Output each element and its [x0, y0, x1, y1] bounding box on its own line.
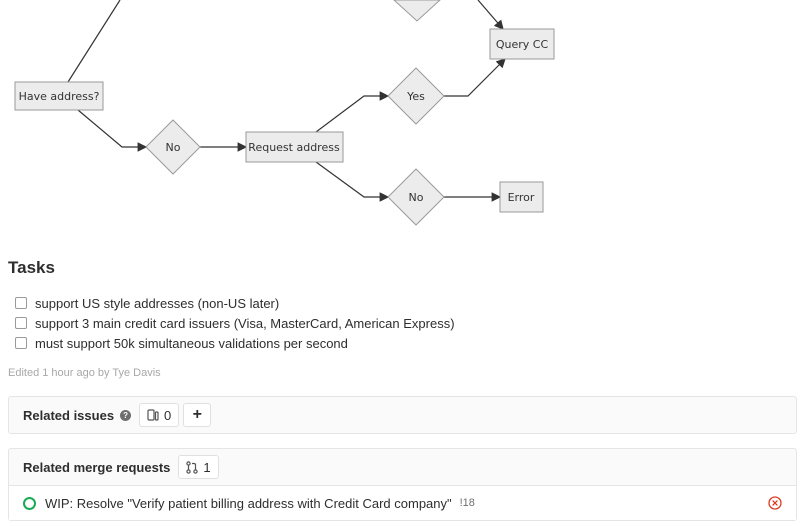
- edge-top-diamond-to-query: [477, 0, 504, 30]
- related-issues-header: Related issues ? 0 +: [9, 397, 796, 433]
- flow-node-error: Error: [499, 181, 544, 213]
- flow-node-yes: Yes: [387, 67, 445, 125]
- add-related-issue-button[interactable]: +: [183, 403, 212, 427]
- issues-icon: [147, 409, 159, 421]
- merge-request-row[interactable]: WIP: Resolve "Verify patient billing add…: [9, 485, 796, 520]
- task-label: support US style addresses (non-US later…: [35, 295, 280, 311]
- mr-title-link[interactable]: WIP: Resolve "Verify patient billing add…: [45, 495, 452, 511]
- task-label: must support 50k simultaneous validation…: [35, 335, 348, 351]
- help-icon[interactable]: ?: [120, 409, 132, 421]
- flow-node-label: Yes: [406, 90, 425, 103]
- task-checkbox[interactable]: [15, 337, 27, 349]
- flow-node-have-address: Have address?: [14, 81, 104, 111]
- task-label: support 3 main credit card issuers (Visa…: [35, 315, 455, 331]
- remove-relation-icon[interactable]: [768, 496, 782, 510]
- flow-node-label: Error: [508, 191, 535, 204]
- edge-top-to-have-address: [67, 0, 121, 83]
- related-issues-count-badge[interactable]: 0: [139, 403, 180, 427]
- task-list: support US style addresses (non-US later…: [15, 293, 455, 353]
- related-mrs-count: 1: [203, 459, 211, 475]
- flowchart: Have address? No Request address Yes No …: [14, 0, 555, 226]
- task-item: must support 50k simultaneous validation…: [15, 333, 455, 353]
- flow-node-query-cc: Query CC: [489, 28, 555, 60]
- related-mrs-header: Related merge requests 1: [9, 449, 796, 485]
- flow-node-no-2: No: [387, 168, 445, 226]
- mr-reference: !18: [459, 497, 475, 509]
- related-issues-panel: Related issues ? 0 +: [8, 396, 797, 434]
- edited-note: Edited 1 hour ago by Tye Davis: [8, 367, 161, 379]
- task-item: support 3 main credit card issuers (Visa…: [15, 313, 455, 333]
- tasks-heading: Tasks: [8, 258, 55, 277]
- task-checkbox[interactable]: [15, 297, 27, 309]
- edited-prefix: Edited 1 hour ago by: [8, 367, 110, 379]
- plus-icon: +: [192, 406, 202, 423]
- flow-node-request-address: Request address: [245, 131, 344, 163]
- flow-node-label: No: [409, 191, 424, 204]
- flow-node-label: Query CC: [496, 38, 549, 51]
- merge-request-icon: [186, 460, 199, 474]
- flow-node-label: No: [166, 141, 181, 154]
- task-checkbox[interactable]: [15, 317, 27, 329]
- mr-open-status-icon: [23, 496, 36, 510]
- related-issues-title: Related issues: [23, 407, 115, 423]
- edited-author-link[interactable]: Tye Davis: [112, 367, 161, 379]
- flow-node-label: Have address?: [19, 90, 100, 103]
- edge-have-address-to-no: [77, 109, 148, 152]
- flow-node-top-diamond: [393, 0, 441, 22]
- task-item: support US style addresses (non-US later…: [15, 293, 455, 313]
- flow-node-no-1: No: [145, 119, 201, 175]
- related-mrs-count-badge[interactable]: 1: [178, 455, 219, 479]
- edge-request-to-yes: [315, 91, 390, 133]
- related-issues-count: 0: [164, 407, 172, 423]
- related-mrs-panel: Related merge requests 1 WIP: Resolve "V…: [8, 448, 797, 521]
- flow-node-label: Request address: [248, 141, 340, 154]
- edge-yes-to-query: [444, 58, 506, 97]
- flow-edges: [67, 0, 506, 202]
- edge-request-to-no2: [315, 161, 390, 202]
- related-mrs-title: Related merge requests: [23, 459, 171, 475]
